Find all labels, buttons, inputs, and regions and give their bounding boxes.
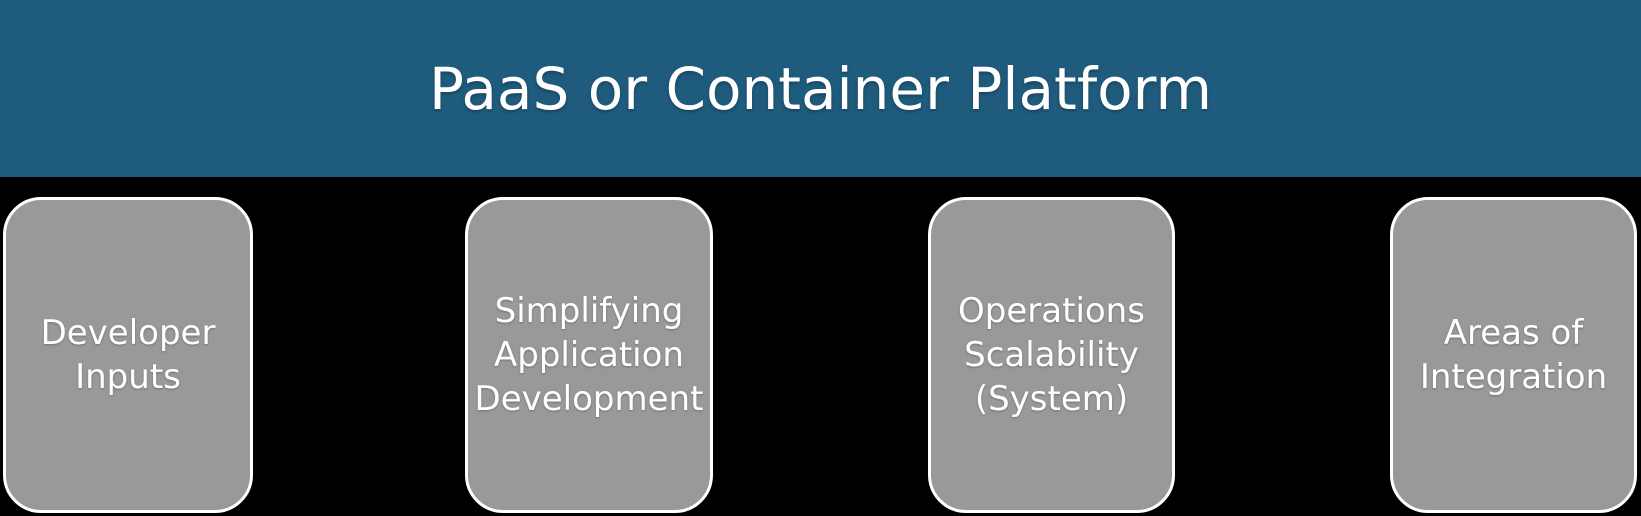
node-label-line: Inputs — [75, 357, 181, 397]
node-label-line: Simplifying — [494, 291, 684, 331]
node-label-line: Areas of — [1443, 313, 1584, 353]
node-label-line: Scalability — [964, 335, 1139, 375]
node-developer-inputs: Developer Inputs — [3, 197, 253, 513]
node-label-line: Development — [474, 379, 704, 419]
title-banner: PaaS or Container Platform — [0, 0, 1641, 177]
node-operations-scalability-system: Operations Scalability (System) — [928, 197, 1175, 513]
node-simplifying-application-development: Simplifying Application Development — [465, 197, 713, 513]
node-label-line: Application — [494, 335, 684, 375]
node-label-line: Operations — [958, 291, 1145, 331]
diagram-title: PaaS or Container Platform — [429, 54, 1212, 123]
node-label-line: Integration — [1419, 357, 1608, 397]
node-label-line: Developer — [40, 313, 216, 353]
node-areas-of-integration: Areas of Integration — [1390, 197, 1637, 513]
node-label-line: (System) — [974, 379, 1129, 419]
